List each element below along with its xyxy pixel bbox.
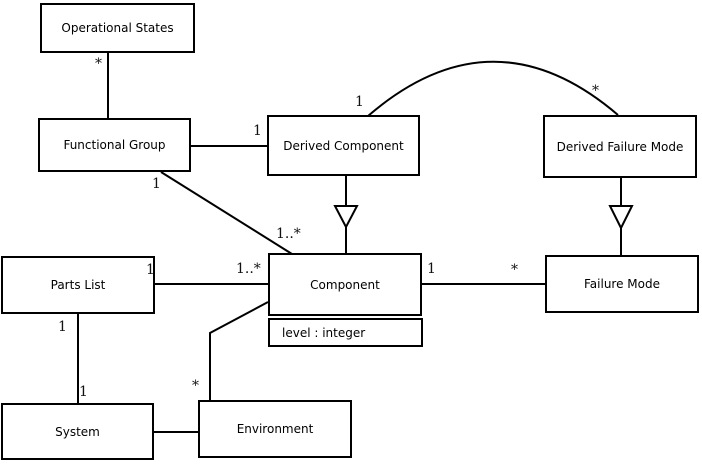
class-name-label: Parts List	[50, 278, 106, 292]
multiplicity-label: 1	[79, 384, 88, 400]
class-box-system[interactable]: System	[1, 403, 154, 460]
multiplicity-label: 1	[58, 319, 67, 335]
multiplicity-label: 1	[427, 261, 436, 277]
class-box-failure-mode[interactable]: Failure Mode	[545, 255, 699, 313]
class-box-derived-failure-mode[interactable]: Derived Failure Mode	[543, 115, 697, 178]
generalization-triangle-icon	[608, 205, 634, 231]
multiplicity-label: *	[192, 378, 199, 394]
class-attribute-compartment-component[interactable]: level : integer	[268, 318, 423, 347]
class-box-derived-component[interactable]: Derived Component	[267, 115, 420, 176]
edge-functional-group-component	[160, 171, 293, 255]
class-name-label: Component	[310, 277, 380, 292]
multiplicity-label: *	[592, 83, 599, 99]
class-box-component[interactable]: Component	[268, 253, 422, 316]
multiplicity-label: 1..*	[236, 261, 261, 277]
class-attribute-label: level : integer	[282, 325, 366, 340]
multiplicity-label: *	[511, 262, 518, 278]
edge-environment-component	[209, 301, 269, 400]
multiplicity-label: 1	[355, 94, 364, 110]
class-name-label: Derived Failure Mode	[556, 139, 684, 154]
class-name-label: System	[55, 424, 100, 439]
edge-derived-component-derived-failure-mode-arc	[367, 60, 619, 117]
multiplicity-label: 1..*	[276, 226, 301, 242]
class-box-functional-group[interactable]: Functional Group	[38, 118, 191, 172]
class-box-operational-states[interactable]: Operational States	[40, 3, 195, 53]
class-box-parts-list[interactable]: Parts List	[1, 256, 155, 314]
class-name-label: Derived Component	[283, 138, 404, 153]
generalization-triangle-icon	[333, 205, 359, 230]
class-name-label: Failure Mode	[584, 277, 660, 291]
class-box-environment[interactable]: Environment	[198, 400, 352, 458]
multiplicity-label: *	[95, 56, 102, 72]
class-name-label: Operational States	[61, 21, 174, 35]
class-name-label: Environment	[236, 422, 314, 436]
multiplicity-label: 1	[146, 262, 155, 278]
multiplicity-label: 1	[253, 123, 262, 139]
class-name-label: Functional Group	[63, 138, 166, 152]
multiplicity-label: 1	[152, 176, 161, 192]
